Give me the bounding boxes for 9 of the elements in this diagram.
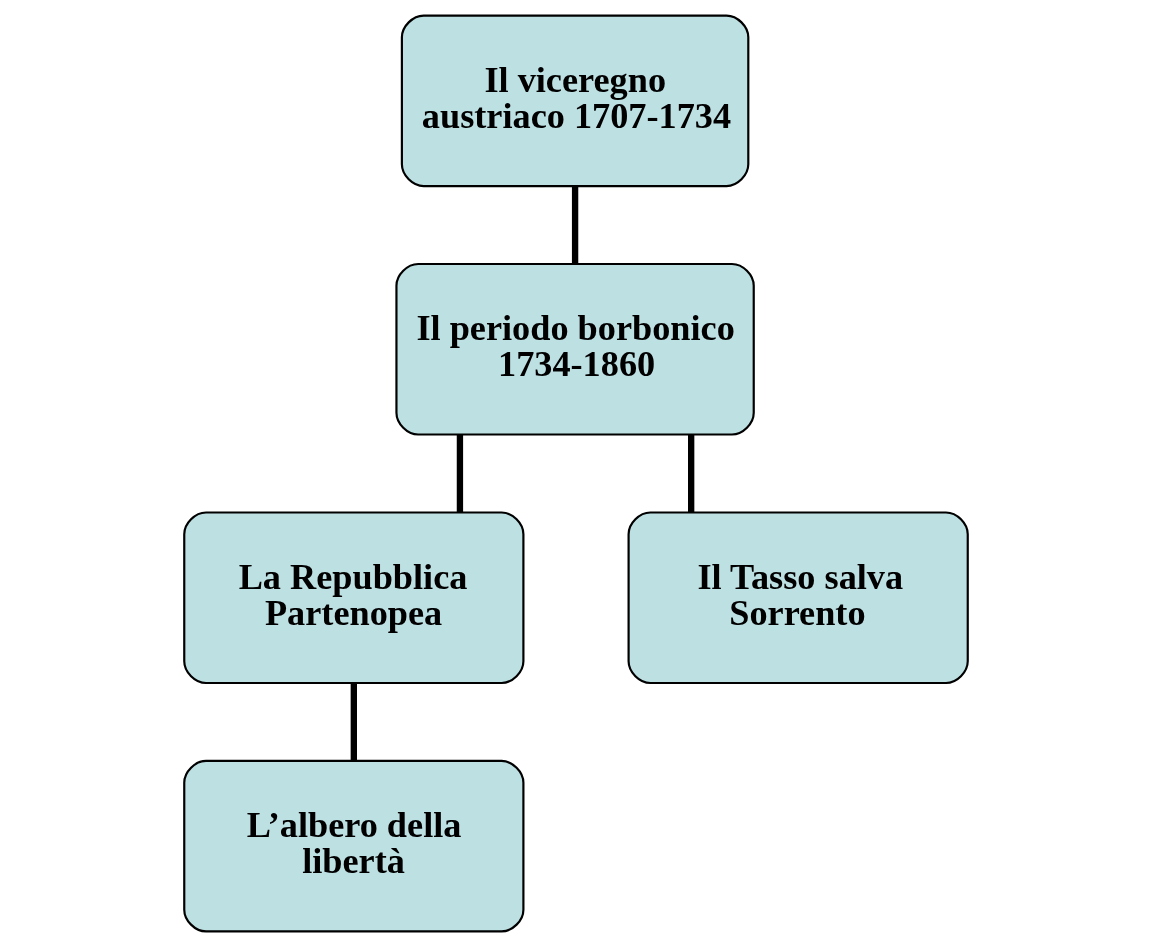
node-box: L’albero della libertà bbox=[183, 759, 525, 933]
node-box: Il viceregno austriaco 1707-1734 bbox=[400, 14, 750, 188]
node-box: Il Tasso salva Sorrento bbox=[627, 511, 969, 685]
node-box: La Repubblica Partenopea bbox=[183, 511, 525, 685]
connector bbox=[571, 186, 579, 264]
connector bbox=[688, 434, 695, 513]
connector bbox=[350, 683, 357, 761]
connector bbox=[456, 434, 464, 513]
node-box: Il periodo borbonico 1734-1860 bbox=[395, 262, 755, 436]
